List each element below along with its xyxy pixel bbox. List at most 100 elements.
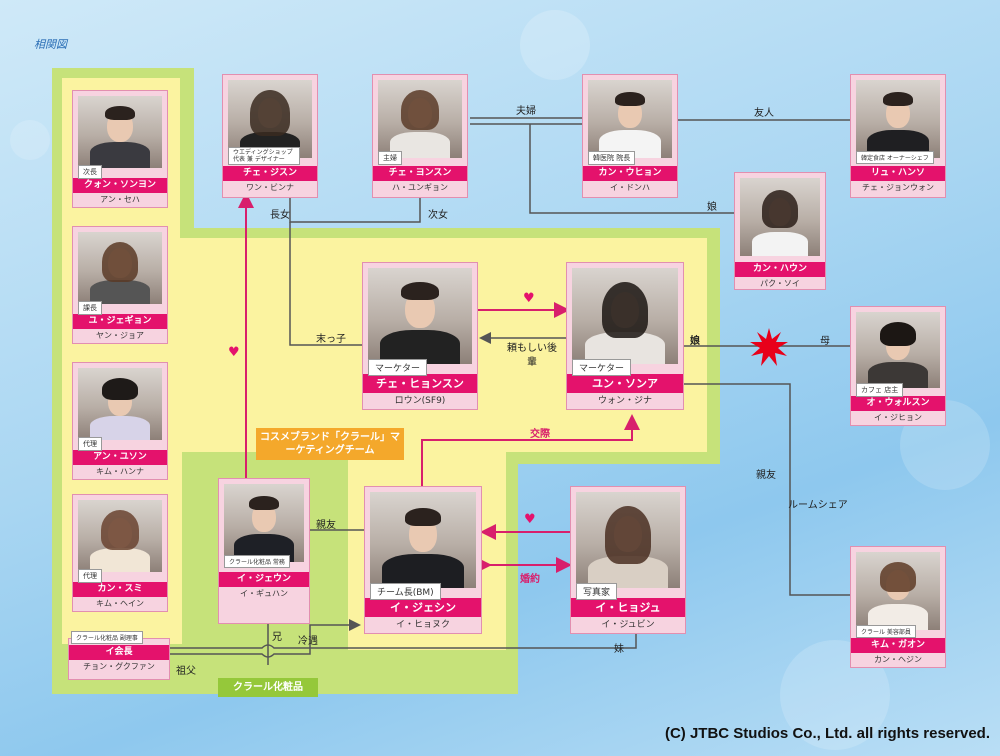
person-card-ryu[interactable]: 韓定食店 オーナーシェフ リュ・ハンソ チェ・ジョンウォン (850, 74, 946, 198)
role-tag: クラール 美容部員 (856, 625, 916, 638)
person-card-leejeun[interactable]: クラール化粧品 常務 イ・ジェウン イ・ギュハン (218, 478, 310, 624)
role-tag: 写真家 (576, 583, 618, 600)
person-name: カン・スミ (73, 582, 167, 597)
actor-name: カン・ヘジン (874, 655, 922, 664)
role-tag: マーケター (572, 359, 632, 376)
role-tag: カフェ 店主 (856, 383, 904, 397)
relation-demotion: 冷遇 (298, 636, 318, 647)
actor-name: ヤン・ジョア (96, 331, 144, 340)
actor-name: ウォン・ジナ (597, 396, 652, 406)
relation-couple: 夫婦 (516, 106, 536, 117)
portrait (368, 268, 472, 364)
portrait (856, 312, 940, 388)
relation-youngest-son: 末っ子 (316, 334, 346, 345)
person-name: オ・ウォルスン (851, 396, 945, 411)
role-tag: 次長 (78, 165, 102, 179)
role-tag: マーケター (368, 359, 428, 376)
role-tag: クラール化粧品 副理事 (71, 631, 143, 644)
portrait (740, 178, 820, 256)
person-name: イ・ジェシン (365, 598, 481, 617)
portrait (228, 80, 312, 158)
person-card-yunsona[interactable]: マーケター ユン・ソンア ウォン・ジナ (566, 262, 684, 410)
conflict-burst-icon (750, 328, 788, 366)
actor-name: イ・ヒョヌク (395, 620, 450, 630)
relation-daughter: 娘 (707, 202, 717, 213)
person-card-kimgaon[interactable]: クラール 美容部員 キム・ガオン カン・ヘジン (850, 546, 946, 668)
actor-name: キム・ハンナ (96, 467, 144, 476)
person-card-kanguhyeon[interactable]: 韓医院 院長 カン・ウヒョン イ・ドンハ (582, 74, 678, 198)
actor-name: ハ・ユンギョン (392, 183, 448, 192)
person-name: カン・ウヒョン (583, 166, 677, 181)
person-card-leehyoju[interactable]: 写真家 イ・ヒョジュ イ・ジュビン (570, 486, 686, 634)
portrait (856, 552, 940, 630)
relation-dating: 交際 (530, 429, 550, 440)
portrait (588, 80, 672, 158)
person-card-ohwolsun[interactable]: カフェ 店主 オ・ウォルスン イ・ジヒョン (850, 306, 946, 426)
relation-roomshare: ルームシェア (788, 500, 848, 511)
relation-friend: 友人 (754, 108, 774, 119)
role-tag: クラール化粧品 常務 (224, 555, 290, 568)
person-card-kanghaun[interactable]: カン・ハウン パク・ソイ (734, 172, 826, 290)
person-card-choiyunsun[interactable]: 主婦 チェ・ヨンスン ハ・ユンギョン (372, 74, 468, 198)
actor-name: イ・ジュビン (601, 620, 655, 630)
relation-older-brother: 兄 (272, 632, 282, 643)
portrait (370, 492, 476, 588)
role-tag: 韓医院 院長 (588, 151, 636, 165)
sparkle (520, 10, 590, 80)
person-card-choihyunsun[interactable]: マーケター チェ・ヒョンスン ロウン(SF9) (362, 262, 478, 410)
actor-name: アン・セハ (100, 195, 140, 204)
role-tag: 課長 (78, 301, 102, 315)
person-name: イ・ジェウン (219, 572, 309, 587)
role-tag: ウエディングショップ代表 兼 デザイナー (228, 147, 300, 165)
person-name: クォン・ソンヨン (73, 178, 167, 193)
role-tag: 代理 (78, 437, 102, 451)
heart-icon: ♥ (523, 291, 535, 306)
actor-name: チェ・ジョンウォン (862, 183, 934, 192)
portrait (378, 80, 462, 158)
portrait (78, 500, 162, 572)
role-tag: 主婦 (378, 151, 402, 165)
actor-name: パク・ソイ (760, 279, 800, 288)
team-label: コスメブランド「クラール」マーケティングチーム (256, 428, 404, 460)
person-name: ユン・ソンア (567, 374, 683, 393)
portrait (856, 80, 940, 158)
actor-name: ワン・ビンナ (246, 183, 294, 192)
person-card-kangsumi[interactable]: 代理 カン・スミ キム・ヘイン (72, 494, 168, 612)
person-card-leejeshin[interactable]: チーム長(BM) イ・ジェシン イ・ヒョヌク (364, 486, 482, 634)
heart-icon: ♥ (228, 345, 240, 360)
person-card-chairman[interactable]: クラール化粧品 副理事 イ会長 チョン・グクファン (68, 631, 170, 680)
portrait (78, 96, 162, 168)
relation-close-friend2: 親友 (316, 520, 336, 531)
actor-name: ロウン(SF9) (394, 396, 446, 406)
relation-reliable-junior: 頼もしい後輩 (507, 343, 557, 368)
actor-name: イ・ジヒョン (874, 413, 922, 422)
portrait (572, 268, 678, 364)
portrait (78, 368, 162, 440)
role-tag: 韓定食店 オーナーシェフ (856, 151, 934, 164)
portrait (224, 484, 304, 562)
relation-grandfather: 祖父 (176, 666, 196, 677)
person-name: リュ・ハンソ (851, 166, 945, 181)
diagram-title: 相関図 (34, 38, 67, 51)
person-name: チェ・ヒョンスン (363, 374, 477, 393)
actor-name: チョン・グクファン (83, 662, 155, 671)
relation-younger-sister: 妹 (614, 644, 624, 655)
person-name: ユ・ジェギョン (73, 314, 167, 329)
actor-name: キム・ヘイン (96, 599, 144, 608)
relation-daughter2: 娘 (690, 336, 700, 347)
relation-close-friend: 親友 (756, 470, 776, 481)
role-tag: 代理 (78, 569, 102, 583)
heart-icon: ♥ (524, 512, 536, 527)
relation-eldest: 長女 (270, 210, 290, 221)
person-name: チェ・ヨンスン (373, 166, 467, 181)
person-card-kwon[interactable]: 次長 クォン・ソンヨン アン・セハ (72, 90, 168, 208)
person-name: アン・ユソン (73, 450, 167, 465)
person-card-choijisun[interactable]: ウエディングショップ代表 兼 デザイナー チェ・ジスン ワン・ビンナ (222, 74, 318, 198)
relation-engaged: 婚約 (520, 574, 540, 585)
person-card-yu[interactable]: 課長 ユ・ジェギョン ヤン・ジョア (72, 226, 168, 344)
company-label: クラール化粧品 (218, 678, 318, 697)
actor-name: イ・ギュハン (240, 589, 288, 598)
person-card-ahn[interactable]: 代理 アン・ユソン キム・ハンナ (72, 362, 168, 480)
role-tag: チーム長(BM) (370, 583, 441, 600)
